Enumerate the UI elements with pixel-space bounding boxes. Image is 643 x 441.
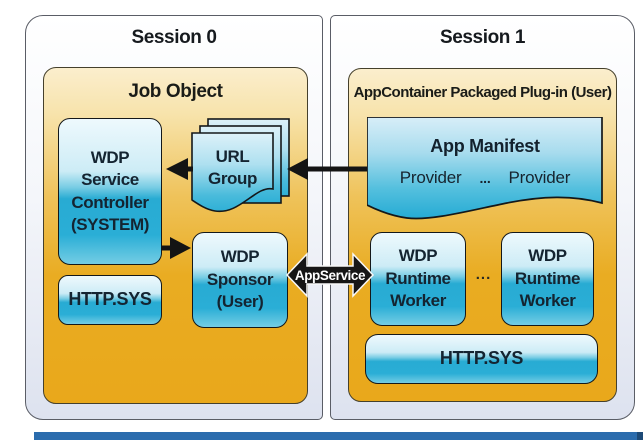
appservice-arrow-label: AppService [294, 268, 366, 283]
worker2-line2: Runtime [514, 268, 581, 288]
controller-line3: Controller [71, 192, 149, 212]
http-sys-label-session0: HTTP.SYS [68, 289, 152, 310]
worker1-line3: Worker [390, 291, 446, 311]
provider-left-label: Provider [399, 168, 462, 187]
footer-rule-bar-cap [637, 432, 643, 440]
url-page-front [191, 132, 274, 212]
url-group-label: URL Group [192, 140, 273, 196]
http-sys-box-session0: HTTP.SYS [58, 275, 162, 325]
runtime-worker-ellipsis: ... [475, 266, 492, 283]
provider-dots: ... [479, 170, 491, 186]
session1-title: Session 1 [439, 27, 526, 48]
worker2-line3: Worker [519, 291, 576, 311]
url-group-pages-icon [191, 118, 290, 212]
app-manifest-shape [367, 117, 603, 220]
provider-row: Provider ... Provider [367, 168, 603, 188]
wdp-sponsor-box: WDP Sponsor (User) [192, 232, 288, 328]
app-manifest-document [367, 117, 603, 220]
controller-line2: Service [81, 170, 139, 190]
worker1-line1: WDP [398, 246, 438, 266]
footer-rule-bar [34, 432, 643, 440]
url-group-line2: Group [208, 169, 257, 188]
wdp-service-controller-box: WDP Service Controller (SYSTEM) [58, 118, 162, 265]
session0-title: Session 0 [131, 27, 217, 48]
worker2-line1: WDP [528, 246, 567, 266]
wdp-runtime-worker2-box: WDP Runtime Worker [501, 232, 594, 326]
sponsor-line3: (User) [216, 292, 264, 312]
url-group-line1: URL [215, 146, 250, 166]
controller-line4: (SYSTEM) [70, 214, 150, 234]
worker1-line2: Runtime [385, 268, 451, 288]
sponsor-line2: Sponsor [206, 269, 274, 289]
sponsor-line1: WDP [220, 247, 260, 267]
http-sys-box-session1: HTTP.SYS [365, 334, 598, 384]
http-sys-label-session1: HTTP.SYS [439, 348, 524, 369]
provider-right-label: Provider [508, 168, 571, 187]
app-manifest-title: App Manifest [430, 136, 540, 156]
job-object-title: Job Object [128, 81, 223, 102]
controller-line1: WDP [90, 147, 130, 167]
appcontainer-title: AppContainer Packaged Plug-in (User) [353, 84, 612, 101]
wdp-runtime-worker1-box: WDP Runtime Worker [370, 232, 466, 326]
